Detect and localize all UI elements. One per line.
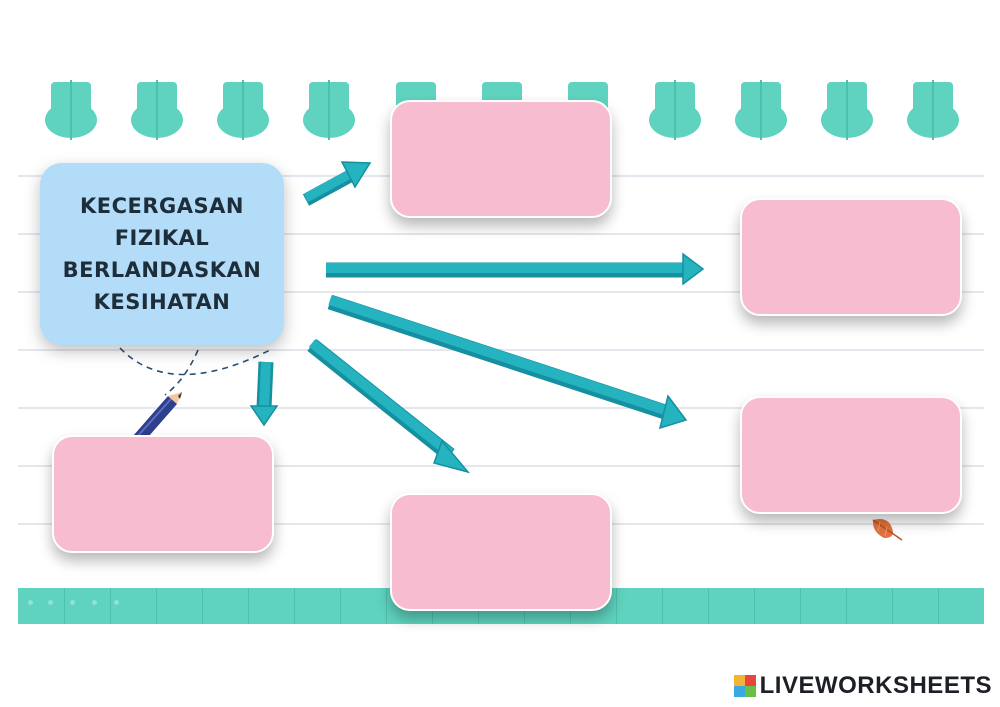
ruler-tick — [294, 588, 295, 624]
ruler-tick — [340, 588, 341, 624]
topic-title: KECERGASAN FIZIKAL BERLANDASKAN KESIHATA… — [63, 190, 262, 318]
liveworksheets-logo-icon — [733, 675, 756, 697]
arrow-to-box-right-lower — [327, 294, 688, 430]
arrow-to-box-bottom-left — [249, 361, 279, 427]
ruled-line — [18, 349, 984, 351]
ruler-tick — [800, 588, 801, 624]
arrow-to-box-right-upper — [326, 252, 705, 286]
ruler-tick — [156, 588, 157, 624]
ruler-tick — [248, 588, 249, 624]
leaf-icon — [872, 519, 903, 541]
ruler-mark — [92, 600, 97, 605]
liveworksheets-brand[interactable]: LIVEWORKSHEETS — [733, 672, 992, 700]
arrow-to-box-bottom-center — [307, 339, 471, 474]
ruled-line — [18, 291, 984, 293]
ruler-tick — [846, 588, 847, 624]
ruler-mark — [28, 600, 33, 605]
ruler-mark — [114, 600, 119, 605]
binder-ring-seam — [674, 80, 676, 140]
ruler-tick — [202, 588, 203, 624]
ruler-mark — [48, 600, 53, 605]
ruler-tick — [386, 588, 387, 624]
ruled-line — [18, 407, 984, 409]
ruler-tick — [616, 588, 617, 624]
binder-ring-seam — [932, 80, 934, 140]
topic-line: BERLANDASKAN — [62, 258, 262, 282]
ruler-tick — [662, 588, 663, 624]
binder-ring-seam — [70, 80, 72, 140]
pencil-icon — [133, 392, 182, 444]
answer-box-right-lower[interactable] — [740, 396, 962, 514]
ruler-mark — [70, 600, 75, 605]
topic-box: KECERGASAN FIZIKAL BERLANDASKAN KESIHATA… — [40, 163, 284, 345]
ruler-tick — [754, 588, 755, 624]
brand-name: LIVEWORKSHEETS — [759, 672, 992, 699]
binder-ring-seam — [242, 80, 244, 140]
answer-box-bottom-center[interactable] — [390, 493, 612, 611]
arrow-to-box-top — [302, 161, 372, 206]
dashed-arc-inner — [164, 349, 199, 396]
answer-box-top[interactable] — [390, 100, 612, 218]
ruler-tick — [110, 588, 111, 624]
answer-box-bottom-left[interactable] — [52, 435, 274, 553]
binder-ring-seam — [760, 80, 762, 140]
ruled-line — [18, 233, 984, 235]
binder-ring-seam — [156, 80, 158, 140]
topic-line: KECERGASAN — [79, 194, 244, 218]
ruled-line — [18, 465, 984, 467]
topic-line: KESIHATAN — [93, 290, 231, 314]
dashed-arc — [119, 347, 271, 376]
ruler-tick — [64, 588, 65, 624]
binder-ring-seam — [328, 80, 330, 140]
ruler-tick — [892, 588, 893, 624]
binder-ring-seam — [846, 80, 848, 140]
topic-line: FIZIKAL — [114, 226, 210, 250]
ruler-tick — [938, 588, 939, 624]
ruler-tick — [708, 588, 709, 624]
answer-box-right-upper[interactable] — [740, 198, 962, 316]
